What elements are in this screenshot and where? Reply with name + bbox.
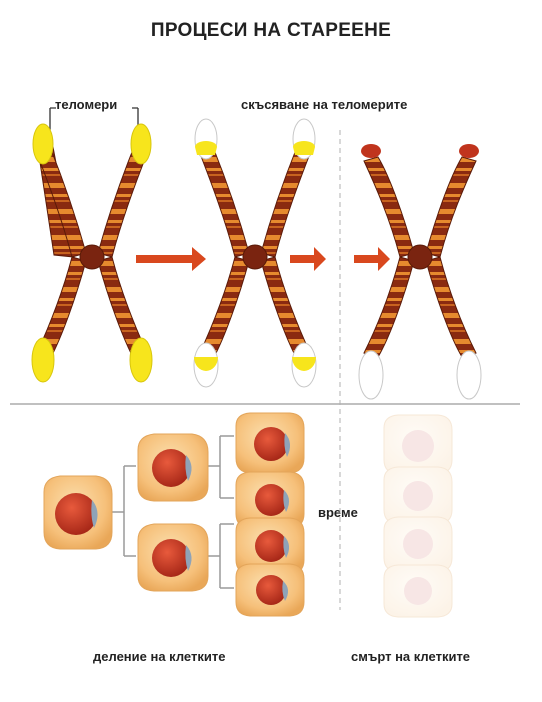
faded-cell bbox=[383, 414, 453, 475]
telomere bbox=[32, 123, 54, 165]
centromere bbox=[79, 244, 105, 270]
nucleus bbox=[255, 484, 287, 516]
arrow-right-icon bbox=[136, 247, 206, 271]
faded-cell bbox=[383, 466, 453, 525]
telomere-shortening-label: скъсяване на теломерите bbox=[241, 97, 408, 112]
arrow-right-icon bbox=[354, 247, 390, 271]
telomere bbox=[130, 123, 152, 165]
division-connectors bbox=[112, 435, 234, 589]
cell bbox=[235, 412, 305, 474]
centromere bbox=[407, 244, 433, 270]
nucleus bbox=[254, 427, 288, 461]
telomere-short bbox=[195, 141, 217, 155]
nucleus bbox=[152, 449, 190, 487]
chromosome-lost-telomeres bbox=[358, 144, 482, 400]
telomeres-label: теломери bbox=[55, 97, 118, 112]
cell-division-label: деление на клетките bbox=[93, 649, 226, 664]
telomere-remnant bbox=[459, 144, 479, 158]
cell-death-label: смърт на клетките bbox=[351, 649, 471, 664]
nucleus bbox=[256, 575, 286, 605]
faded-cell bbox=[383, 516, 453, 573]
nucleus bbox=[255, 530, 287, 562]
centromere bbox=[242, 244, 268, 270]
cell bbox=[137, 433, 209, 502]
chromosome-full-telomeres bbox=[31, 123, 153, 383]
arrow-right-icon bbox=[290, 247, 326, 271]
page-title: ПРОЦЕСИ НА СТАРЕЕНЕ bbox=[150, 20, 392, 41]
nucleus bbox=[55, 493, 97, 535]
time-label: време bbox=[318, 505, 358, 520]
nucleus bbox=[152, 539, 190, 577]
telomeres-bracket bbox=[49, 107, 139, 130]
cell bbox=[235, 471, 305, 529]
chromosome-shortening-telomeres bbox=[193, 118, 317, 388]
telomere-short bbox=[293, 141, 315, 155]
telomere bbox=[31, 337, 55, 383]
cell bbox=[235, 563, 305, 617]
telomere bbox=[129, 337, 153, 383]
telomere-short bbox=[194, 357, 218, 371]
cell bbox=[43, 475, 113, 550]
telomere-remnant bbox=[361, 144, 381, 158]
telomere-short bbox=[292, 357, 316, 371]
faded-cell bbox=[383, 564, 453, 618]
cell bbox=[137, 523, 209, 592]
dead-cells bbox=[383, 414, 453, 618]
